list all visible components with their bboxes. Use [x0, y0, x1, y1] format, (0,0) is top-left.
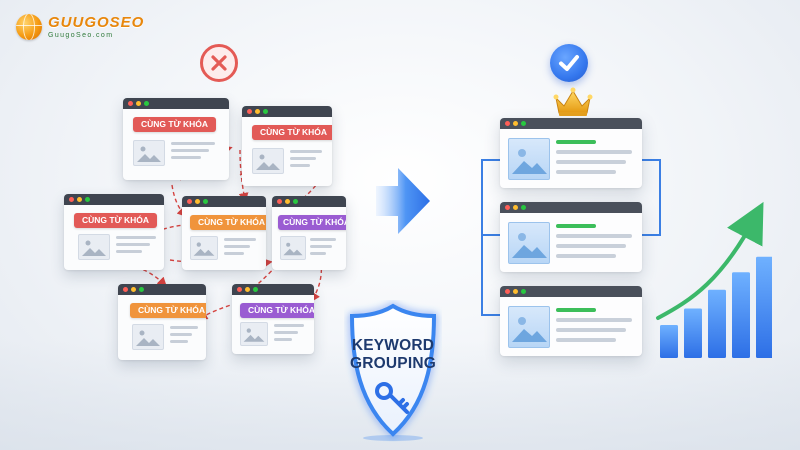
grouped-page-card[interactable]: [500, 118, 642, 188]
image-placeholder-icon: [280, 236, 306, 260]
image-placeholder-icon: [252, 148, 284, 174]
keyword-label: CÙNG TỪ KHÓA: [240, 303, 314, 318]
image-placeholder-icon: [133, 140, 165, 166]
keyword-label: CÙNG TỪ KHÓA: [190, 215, 266, 230]
globe-icon: [16, 14, 42, 40]
growth-bar: [660, 325, 678, 358]
brand-domain: GuugoSeo.com: [48, 32, 114, 39]
error-x-icon: [200, 44, 238, 82]
image-placeholder-icon: [508, 138, 550, 180]
duplicate-page-card[interactable]: CÙNG TỪ KHÓA: [272, 196, 346, 270]
brand-logo[interactable]: GUUGOSEO GuugoSeo.com: [16, 14, 144, 40]
right-arrow-icon: [376, 168, 430, 234]
image-placeholder-icon: [78, 234, 110, 260]
shield-title: KEYWORD GROUPING: [344, 337, 442, 373]
growth-bar: [732, 272, 750, 358]
duplicate-page-card[interactable]: CÙNG TỪ KHÓA: [118, 284, 206, 360]
image-placeholder-icon: [508, 306, 550, 348]
shield-line-2: GROUPING: [350, 355, 436, 372]
growth-bar: [684, 308, 702, 358]
brand-name: GUUGOSEO: [48, 14, 145, 31]
keyword-label: CÙNG TỪ KHÓA: [74, 213, 158, 228]
crown-icon: [553, 87, 593, 116]
duplicate-page-card[interactable]: CÙNG TỪ KHÓA: [182, 196, 266, 270]
keyword-label: CÙNG TỪ KHÓA: [278, 215, 346, 230]
image-placeholder-icon: [132, 324, 164, 350]
duplicate-page-card[interactable]: CÙNG TỪ KHÓA: [242, 106, 332, 186]
image-placeholder-icon: [508, 222, 550, 264]
keyword-label: CÙNG TỪ KHÓA: [252, 125, 332, 140]
keyword-label: CÙNG TỪ KHÓA: [133, 117, 217, 132]
grouped-page-card[interactable]: [500, 202, 642, 272]
grouped-page-card[interactable]: [500, 286, 642, 356]
growth-bar: [708, 289, 726, 358]
shield-key-icon: [349, 303, 437, 441]
growth-chart-icon: [656, 201, 772, 358]
duplicate-page-card[interactable]: CÙNG TỪ KHÓA: [64, 194, 164, 270]
duplicate-page-card[interactable]: CÙNG TỪ KHÓA: [123, 98, 229, 180]
image-placeholder-icon: [240, 322, 268, 346]
shield-line-1: KEYWORD: [351, 337, 435, 354]
keyword-label: CÙNG TỪ KHÓA: [130, 303, 206, 318]
grouping-bracket: [481, 159, 661, 316]
check-badge-icon: [550, 44, 588, 82]
duplicate-page-card[interactable]: CÙNG TỪ KHÓA: [232, 284, 314, 354]
image-placeholder-icon: [190, 236, 218, 260]
growth-bar: [756, 256, 772, 358]
